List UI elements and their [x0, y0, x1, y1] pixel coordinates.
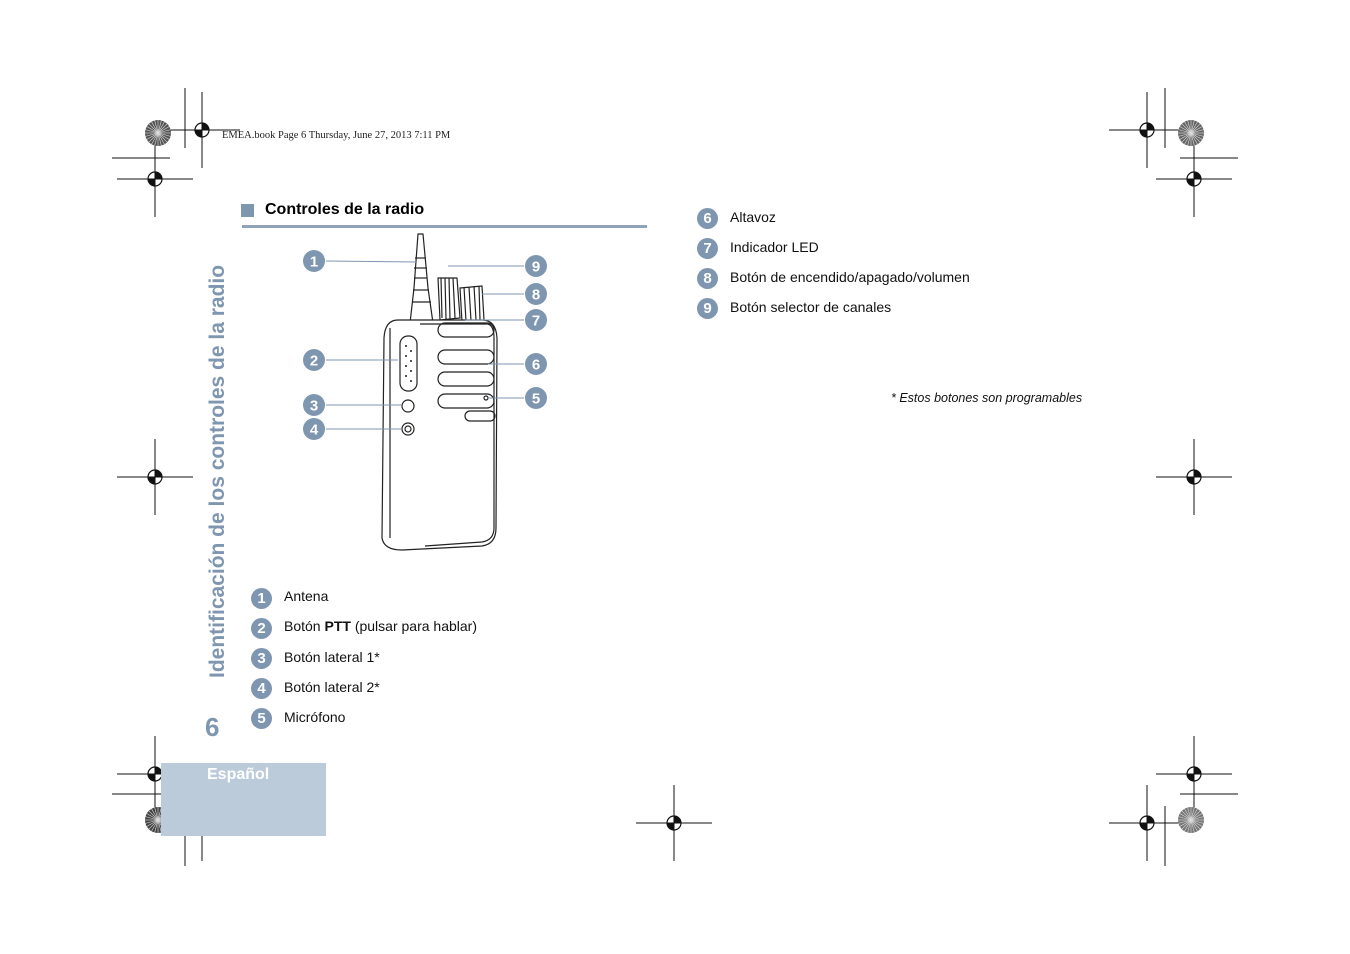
diagram-callout-badge: 9 — [525, 255, 547, 277]
callout-badge: 8 — [697, 268, 718, 289]
page-number: 6 — [205, 712, 220, 742]
diagram-callout-number: 1 — [310, 254, 318, 271]
section-rule — [242, 225, 647, 228]
registration-mark-icon — [1109, 785, 1185, 861]
control-label-microphone: Micrófono — [284, 709, 346, 725]
callout-badge: 4 — [251, 678, 272, 699]
registration-mark-icon — [164, 92, 240, 168]
registration-mark-icon — [117, 141, 193, 217]
callout-badge: 9 — [697, 298, 718, 319]
diagram-callout-number: 7 — [532, 313, 540, 330]
diagram-callout-number: 4 — [310, 422, 319, 439]
diagram-callout-number: 5 — [532, 391, 540, 408]
diagram-callout-number: 8 — [532, 287, 540, 304]
radio-body-shape — [381, 319, 498, 551]
callout-badge: 7 — [697, 238, 718, 259]
ptt-grip-dots — [405, 345, 412, 382]
registration-mark-icon — [1109, 92, 1185, 168]
side-button-2-shape — [401, 422, 415, 436]
control-label-side-2: Botón lateral 2* — [284, 679, 380, 695]
diagram-callout-badge: 7 — [525, 309, 547, 331]
diagram-callout-number: 2 — [310, 353, 318, 370]
section-bullet-icon — [241, 204, 254, 217]
callout-badge: 6 — [697, 208, 718, 229]
registration-mark-icon — [117, 439, 193, 515]
color-wheel-icon — [145, 120, 171, 146]
diagram-callout-number: 3 — [310, 398, 318, 415]
section-title: Controles de la radio — [265, 201, 425, 218]
control-label-led: Indicador LED — [730, 239, 819, 255]
registration-mark-icon — [1156, 141, 1232, 217]
control-label-power-volume: Botón de encendido/apagado/volumen — [730, 269, 970, 285]
color-wheel-icon — [1178, 120, 1204, 146]
radio-diagram: 1 2 3 4 9 8 7 6 5 — [303, 233, 547, 551]
language-tab-label: Español — [207, 766, 270, 783]
control-label-channel-selector: Botón selector de canales — [730, 299, 892, 315]
color-wheel-icon — [1178, 807, 1204, 833]
ptt-button-shape — [399, 335, 418, 392]
print-header-line: EMEA.book Page 6 Thursday, June 27, 2013… — [222, 130, 451, 141]
diagram-callout-badge: 8 — [525, 283, 547, 305]
diagram-callout-badge: 3 — [303, 394, 325, 416]
control-label-antenna: Antena — [284, 588, 329, 604]
diagram-callout-number: 6 — [532, 357, 540, 374]
diagram-callout-badge: 5 — [525, 387, 547, 409]
registration-mark-icon — [636, 785, 712, 861]
control-label-speaker: Altavoz — [730, 209, 776, 225]
label-part: (pulsar para hablar) — [350, 618, 477, 634]
footnote: * Estos botones son programables — [891, 391, 1083, 405]
control-label-side-1: Botón lateral 1* — [284, 649, 380, 665]
side-button-1-shape — [401, 399, 415, 413]
label-part: Botón — [284, 618, 325, 634]
control-label-ptt: Botón PTT (pulsar para hablar) — [284, 618, 477, 634]
callout-badge: 2 — [251, 618, 272, 639]
label-bold-part: PTT — [324, 618, 351, 634]
diagram-callout-badge: 2 — [303, 349, 325, 371]
diagram-callout-badge: 4 — [303, 418, 325, 440]
diagram-callout-number: 9 — [532, 259, 540, 276]
callout-badge: 1 — [251, 588, 272, 609]
diagram-callout-badge: 6 — [525, 353, 547, 375]
registration-mark-icon — [1156, 439, 1232, 515]
side-chapter-title: Identificación de los controles de la ra… — [206, 264, 229, 678]
diagram-callout-badge: 1 — [303, 250, 325, 272]
language-tab — [161, 763, 326, 836]
callout-badge: 3 — [251, 648, 272, 669]
callout-badge: 5 — [251, 708, 272, 729]
registration-mark-icon — [1156, 736, 1232, 812]
